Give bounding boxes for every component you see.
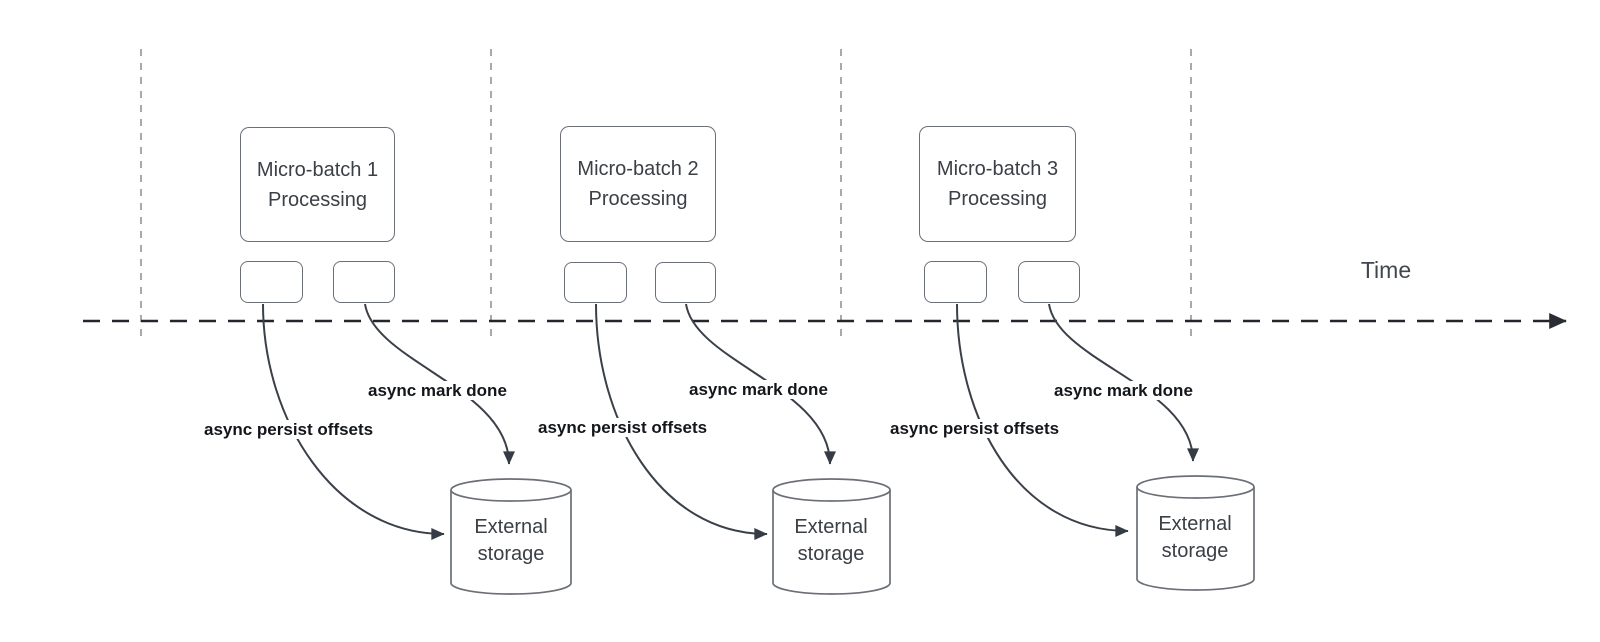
persist-offsets-label-1: async persist offsets xyxy=(202,420,376,439)
persist-offsets-label-2: async persist offsets xyxy=(536,418,710,437)
persist-offsets-arrow-2 xyxy=(595,303,768,540)
storage-label-3: External storage xyxy=(1135,511,1255,565)
mark-done-arrow-1 xyxy=(364,303,515,465)
offset-box-3a xyxy=(924,261,987,303)
processing-box-2-title-line2: Processing xyxy=(588,188,688,210)
storage-cylinder-1 xyxy=(450,478,572,595)
offset-box-1b xyxy=(333,261,395,303)
storage-label-1: External storage xyxy=(451,514,571,568)
persist-offsets-label-3: async persist offsets xyxy=(888,419,1062,438)
processing-box-2: Micro-batch 2 Processing xyxy=(560,126,716,242)
offset-box-1a xyxy=(240,261,303,303)
mark-done-label-1: async mark done xyxy=(366,381,509,400)
offset-box-2a xyxy=(564,262,627,303)
processing-box-1: Micro-batch 1 Processing xyxy=(240,127,395,242)
processing-box-1-title-line2: Processing xyxy=(268,188,367,211)
processing-box-3-title-line2: Processing xyxy=(948,188,1047,210)
mark-done-arrow-3 xyxy=(1048,303,1199,462)
time-axis-label: Time xyxy=(1360,257,1412,283)
offset-box-3b xyxy=(1018,261,1080,303)
processing-box-2-title-line1: Micro-batch 2 xyxy=(577,158,699,180)
persist-offsets-arrow-1 xyxy=(262,303,445,540)
storage-label-3-line2: storage xyxy=(1161,540,1229,562)
mark-done-arrow-2 xyxy=(685,303,836,465)
processing-box-3-title-line1: Micro-batch 3 xyxy=(936,158,1059,180)
storage-label-2-line1: External xyxy=(794,516,868,538)
offset-box-2b xyxy=(655,262,716,303)
mark-done-label-2: async mark done xyxy=(687,380,830,399)
storage-cylinder-3 xyxy=(1136,475,1255,591)
storage-label-3-line1: External xyxy=(1158,513,1232,535)
processing-box-1-title-line1: Micro-batch 1 xyxy=(256,158,379,181)
processing-box-3: Micro-batch 3 Processing xyxy=(919,126,1076,242)
storage-label-1-line2: storage xyxy=(477,543,545,565)
mark-done-label-3: async mark done xyxy=(1052,381,1195,400)
storage-label-1-line1: External xyxy=(474,516,548,538)
storage-cylinder-2 xyxy=(772,478,891,595)
storage-label-2: External storage xyxy=(771,514,891,568)
persist-offsets-arrow-3 xyxy=(956,303,1129,537)
storage-label-2-line2: storage xyxy=(797,543,865,565)
